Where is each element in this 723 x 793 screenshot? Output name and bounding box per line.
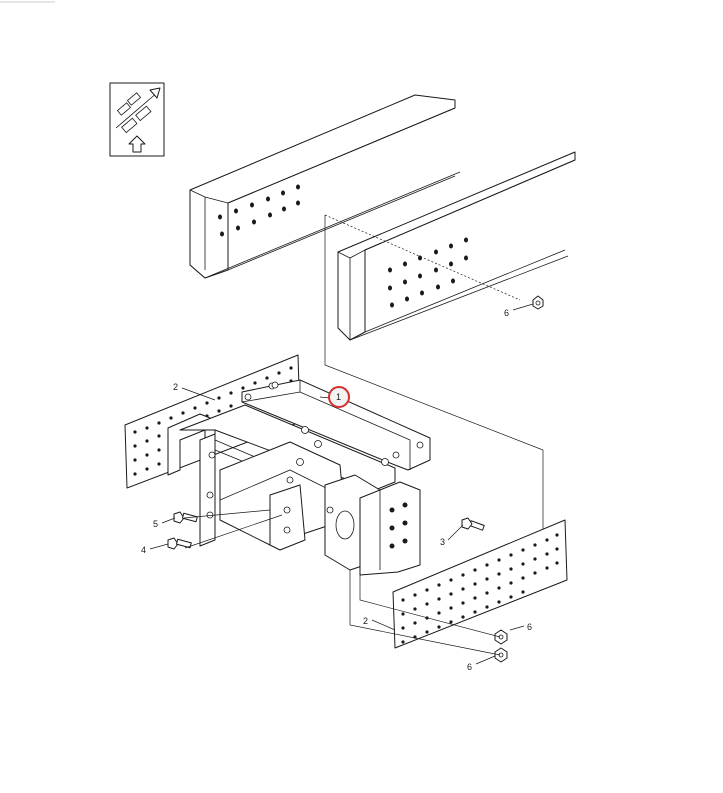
callout-2-left: 2 [173,382,178,392]
nut-part-6-lower [494,647,508,663]
callout-highlight-ring [328,386,350,408]
assembly-leader-frame [324,215,544,555]
right-frame-rail [337,151,576,341]
callout-2-right: 2 [363,616,368,626]
callout-3: 3 [440,537,445,547]
crossmember-bracket-assembly [167,379,431,576]
callout-1: 1 [336,392,341,402]
right-rail-holes [388,237,468,308]
bolt-part-6-top [532,295,544,310]
callout-5: 5 [153,519,158,529]
bolt-part-4 [167,537,192,550]
right-plate-holes [401,533,559,644]
left-frame-rail [189,94,461,279]
callout-6-bottom: 6 [467,662,472,672]
orientation-arrow-icon [109,82,165,157]
nut-part-6-upper [494,629,508,645]
callout-6-right: 6 [527,622,532,632]
left-rail-holes [218,184,300,237]
callout-4: 4 [141,545,146,555]
callout-6-top: 6 [504,308,509,318]
leader-lines [149,303,534,665]
bolt-part-3 [461,517,485,531]
rail-bolt-dashed-line [324,214,521,301]
